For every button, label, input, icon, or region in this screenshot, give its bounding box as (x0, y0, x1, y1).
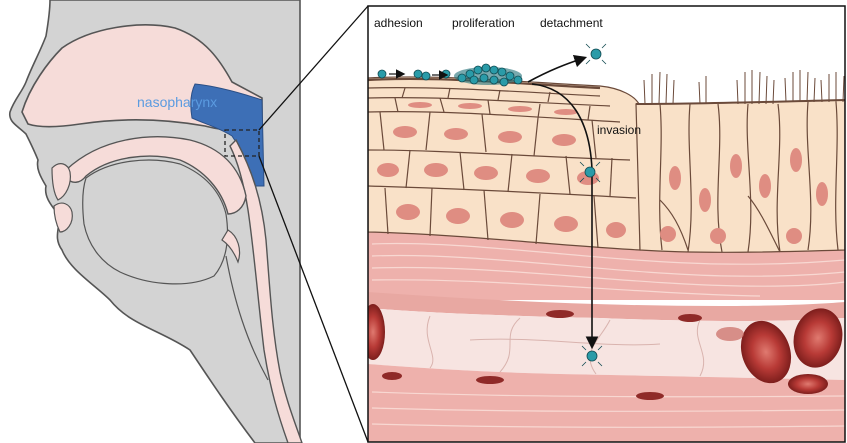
red-blood-cell (361, 304, 385, 360)
invasion-label: invasion (597, 123, 641, 137)
head-section: nasopharynx (10, 0, 302, 443)
detachment-label: detachment (540, 16, 603, 30)
adhesion-label: adhesion (374, 16, 423, 30)
proliferation-label: proliferation (452, 16, 515, 30)
nasopharynx-label: nasopharynx (137, 94, 217, 110)
tissue-panel (361, 6, 847, 442)
red-blood-cell (788, 374, 828, 394)
red-blood-cell (716, 327, 744, 341)
